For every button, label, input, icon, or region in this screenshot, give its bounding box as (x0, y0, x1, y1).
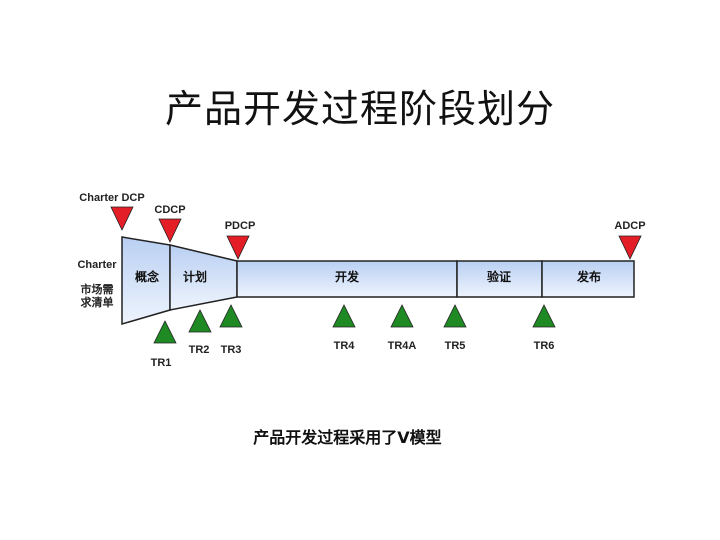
tr6-marker (532, 304, 556, 328)
tr5-label: TR5 (445, 340, 466, 352)
cdcp-marker (158, 218, 182, 243)
tr4a-marker (390, 304, 414, 328)
tr4a-label: TR4A (388, 340, 417, 352)
tr-markers (153, 304, 556, 344)
phase-release-label: 发布 (576, 269, 601, 284)
tr1-label: TR1 (151, 357, 172, 369)
phase-develop-label: 开发 (335, 269, 360, 284)
tr4-label: TR4 (334, 340, 356, 352)
tr3-marker (219, 304, 243, 328)
pdcp-label: PDCP (225, 220, 256, 232)
release-stage (541, 260, 635, 298)
develop-stage (236, 260, 458, 298)
page-title: 产品开发过程阶段划分 (164, 87, 555, 131)
phase-plan-label: 计划 (183, 269, 207, 284)
market-req-label-1: 市场需 (81, 282, 114, 296)
cdcp-label: CDCP (154, 204, 185, 216)
adcp-label: ADCP (614, 220, 645, 232)
phase-verify-label: 验证 (487, 269, 511, 284)
charter-dcp-marker (110, 206, 134, 231)
tr2-marker (188, 309, 212, 333)
tr3-label: TR3 (221, 344, 242, 356)
charter-dcp-label: Charter DCP (79, 192, 144, 204)
adcp-marker (618, 235, 642, 260)
market-req-label-2: 求清单 (81, 295, 114, 309)
dcp-markers (110, 206, 642, 260)
stage-shape (121, 236, 635, 325)
tr5-marker (443, 304, 467, 328)
tr2-label: TR2 (189, 344, 210, 356)
charter-side-label: Charter (77, 259, 117, 271)
tr1-marker (153, 320, 177, 344)
phase-concept-label: 概念 (135, 269, 159, 284)
diagram-caption: 产品开发过程采用了V模型 (253, 428, 442, 447)
tr6-label: TR6 (534, 340, 555, 352)
tr4-marker (332, 304, 356, 328)
verify-stage (456, 260, 543, 298)
pdcp-marker (226, 235, 250, 260)
